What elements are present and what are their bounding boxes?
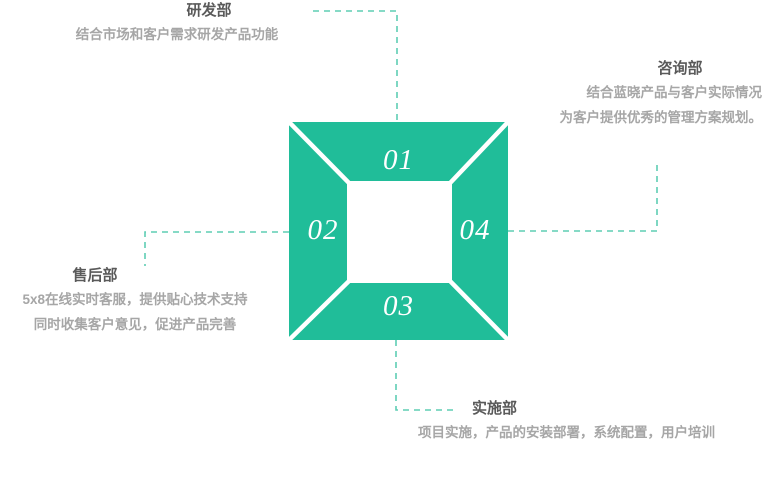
segment-bottom[interactable]	[289, 283, 508, 340]
label-desc-rd-line-1: 结合市场和客户需求研发产品功能	[75, 27, 279, 42]
segment-left[interactable]	[289, 122, 347, 340]
segment-right[interactable]	[452, 122, 508, 340]
label-block-after-sales: 售后部 5x8在线实时客服，提供贴心技术支持 同时收集客户意见，促进产品完善	[0, 265, 290, 337]
center-frame-shape	[289, 122, 508, 340]
label-block-rd: 研发部 结合市场和客户需求研发产品功能	[18, 0, 308, 47]
segment-number-01: 01	[383, 144, 414, 176]
divider-top-right	[448, 122, 508, 185]
label-desc-consulting-line-2: 为客户提供优秀的管理方案规划。	[559, 110, 763, 125]
divider-bottom-right	[448, 279, 508, 340]
label-desc-after-sales-line-2: 同时收集客户意见，促进产品完善	[33, 317, 237, 332]
label-desc-consulting-line-1: 结合蓝晓产品与客户实际情况	[586, 85, 763, 100]
divider-bottom-left	[289, 279, 351, 340]
center-frame: 01 02 03 04	[289, 122, 508, 340]
connector-right	[508, 160, 658, 232]
segment-number-03: 03	[383, 290, 414, 322]
divider-top-left	[289, 122, 351, 185]
segment-number-02: 02	[307, 214, 339, 246]
segment-number-04: 04	[459, 214, 491, 246]
connector-top	[313, 10, 398, 122]
connector-left	[144, 231, 289, 266]
label-block-implementation: 实施部 项目实施，产品的安装部署，系统配置，用户培训	[410, 398, 780, 445]
segment-top[interactable]	[289, 122, 508, 181]
label-desc-after-sales-line-1: 5x8在线实时客服，提供贴心技术支持	[22, 292, 248, 307]
label-block-consulting: 咨询部 结合蓝晓产品与客户实际情况 为客户提供优秀的管理方案规划。	[470, 58, 770, 130]
inner-hole	[347, 181, 452, 283]
label-title-rd: 研发部	[186, 2, 232, 19]
label-title-after-sales: 售后部	[72, 267, 118, 284]
label-desc-implementation-line-1: 项目实施，产品的安装部署，系统配置，用户培训	[418, 425, 715, 440]
label-title-consulting: 咨询部	[657, 60, 703, 77]
label-title-implementation: 实施部	[472, 400, 518, 417]
